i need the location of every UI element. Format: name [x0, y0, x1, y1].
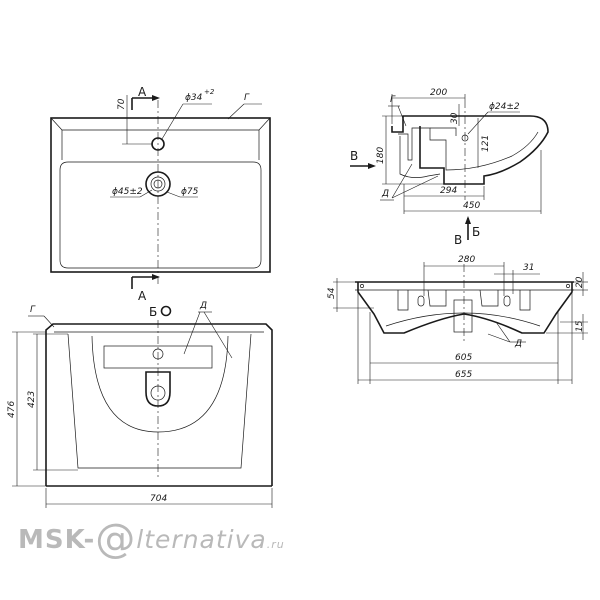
dim-605: 605	[455, 353, 472, 363]
bottom-view: 280 31 54 20 15 Д 605 655	[327, 255, 588, 384]
mark-d-front: Д	[199, 301, 207, 311]
side-view: 200 30 ϕ24±2 121 180 Г Д 294 450	[350, 88, 549, 247]
dim-phi34-tolerance: +2	[204, 88, 215, 96]
view-label-b: Б	[149, 305, 157, 319]
watermark-at: @	[95, 516, 137, 562]
mark-g-front: Г	[30, 305, 36, 315]
view-label-b-bottom: Б	[472, 225, 480, 239]
dim-54: 54	[327, 287, 337, 299]
dim-phi24: ϕ24±2	[489, 102, 520, 112]
mark-g-top: Г	[244, 93, 250, 103]
watermark-rest: lternativa	[136, 525, 267, 554]
dim-423: 423	[27, 391, 37, 408]
mark-d-side: Д	[381, 189, 389, 199]
top-view: А А 70 ϕ34 +2 Г ϕ45±2 ϕ75 Б	[50, 85, 271, 319]
dim-30: 30	[450, 112, 460, 124]
dim-704: 704	[150, 494, 167, 504]
dim-20: 20	[575, 276, 585, 288]
dim-450: 450	[463, 201, 480, 211]
view-label-v-side: В	[350, 149, 358, 163]
dim-phi34: ϕ34	[185, 93, 203, 103]
dim-15: 15	[575, 320, 585, 332]
dim-phi75: ϕ75	[181, 187, 199, 197]
dim-121: 121	[481, 135, 491, 152]
dim-31: 31	[523, 263, 534, 273]
mark-g-side: Г	[390, 95, 396, 105]
dim-180: 180	[376, 147, 386, 164]
dim-200: 200	[430, 88, 447, 98]
dim-294: 294	[440, 186, 457, 196]
dim-phi45: ϕ45±2	[112, 187, 143, 197]
dim-655: 655	[455, 370, 472, 380]
watermark-tld: .ru	[266, 538, 285, 551]
dim-476: 476	[7, 401, 17, 418]
dim-280: 280	[458, 255, 475, 265]
section-label-a-top: А	[138, 85, 147, 99]
view-label-v-bottom: В	[454, 233, 462, 247]
mark-d-bottom: Д	[514, 339, 522, 349]
site-watermark: MSK-@lternativa.ru	[18, 512, 285, 562]
section-label-a-bottom: А	[138, 289, 147, 303]
dim-70: 70	[117, 98, 127, 110]
watermark-brand: MSK-	[18, 525, 96, 555]
front-view: Г Д 476 423 704	[7, 301, 273, 508]
